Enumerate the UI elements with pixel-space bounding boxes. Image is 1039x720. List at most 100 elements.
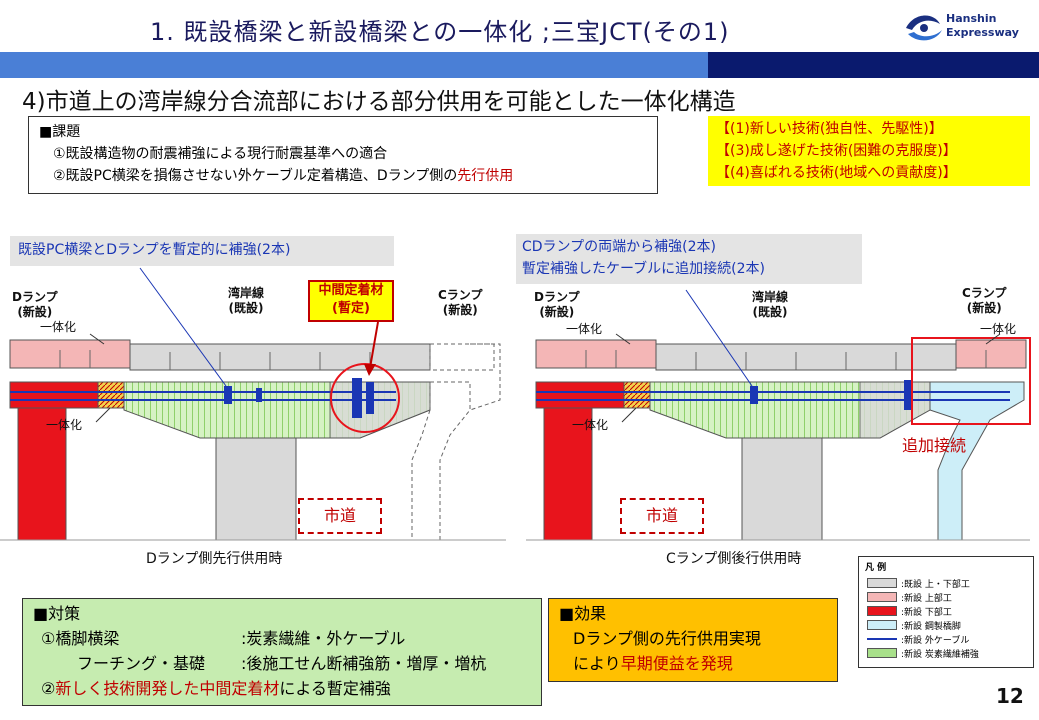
logo-text: Hanshin Expressway [946, 12, 1019, 40]
added-connection-label: 追加接続 [902, 436, 967, 455]
effect-line-2: により早期便益を発現 [559, 651, 827, 676]
legend-title: 凡 例 [865, 563, 887, 573]
label-line: 湾岸線 [228, 286, 265, 300]
header-band-light [0, 52, 708, 78]
legend-swatch [867, 592, 897, 602]
legend-items: :既設 上・下部工 :新設 上部工 :新設 下部工 :新設 鋼製橋脚 :新設 外ケーブル… [859, 576, 1033, 660]
page-number: 12 [996, 684, 1024, 708]
label-line: 湾岸線 [752, 290, 789, 304]
label-line: Dランプ [12, 290, 58, 304]
label-line: (新設) [442, 303, 478, 317]
right-callout: CDランプの両端から補強(2本) 暫定補強したケーブルに追加接続(2本) [516, 234, 862, 284]
measures-row-3-num: ② [41, 679, 56, 698]
label-line: Cランプ [962, 286, 1007, 300]
measures-row-2-label: フーチング・基礎 [77, 654, 206, 673]
left-callout: 既設PC横梁とDランプを暫定的に補強(2本) [10, 236, 394, 266]
left-joint-hatch [97, 381, 125, 409]
legend-item: :新設 上部工 [859, 590, 1033, 604]
left-crossbeam-new [9, 381, 101, 409]
issue-heading: ■課題 [39, 124, 81, 140]
right-c-ramp-label: Cランプ (新設) [962, 286, 1006, 316]
left-bridge-diagram [0, 267, 506, 541]
label-line: (既設) [228, 301, 264, 315]
measures-row-3-suffix: による暫定補強 [279, 679, 391, 698]
legend-item: :既設 上・下部工 [859, 576, 1033, 590]
right-deck-existing [655, 343, 957, 371]
intermediate-anchor-label: 中間定着材 (暫定) [308, 280, 394, 322]
left-wangan-label: 湾岸線 (既設) [228, 286, 264, 316]
right-d-ramp-label: Dランプ (新設) [534, 290, 580, 320]
measures-box: ■対策 ①橋脚横梁 :炭素繊維・外ケーブル フーチング・基礎 :後施工せん断補強筋・… [22, 598, 542, 706]
criteria-item: 【(4)喜ばれる技術(地域への貢献度)】 [716, 165, 957, 181]
legend-swatch [867, 648, 897, 658]
legend-label: :新設 炭素繊維補強 [901, 649, 979, 660]
label-line: (新設) [966, 301, 1002, 315]
right-callout-line-2: 暫定補強したケーブルに追加接続(2本) [522, 261, 765, 277]
effect-box: ■効果 Dランプ側の先行供用実現 により早期便益を発現 [548, 598, 838, 682]
legend-label: :新設 鋼製橋脚 [901, 621, 961, 632]
right-caption: Cランプ側後行供用時 [666, 551, 802, 567]
label-line: (新設) [539, 305, 575, 319]
measures-row-2-value: :後施工せん断補強筋・増厚・増杭 [241, 654, 487, 673]
left-deck-d-ramp [9, 339, 131, 369]
label-line: 中間定着材 [318, 283, 384, 298]
left-c-ramp-label: Cランプ (新設) [438, 288, 482, 318]
right-deck-c-ramp [955, 339, 1027, 369]
label-line: (新設) [17, 305, 53, 319]
legend-label: :新設 外ケーブル [901, 635, 970, 646]
criteria-item: 【(3)成し遂げた技術(困難の克服度)】 [716, 143, 957, 159]
criteria-box: 【(1)新しい技術(独自性、先駆性)】 【(3)成し遂げた技術(困難の克服度)】… [708, 116, 1030, 186]
left-road-label: 市道 [298, 498, 382, 534]
legend-item: :新設 下部工 [859, 604, 1033, 618]
label-line: (既設) [752, 305, 788, 319]
effect-heading: ■効果 [559, 604, 607, 623]
left-d-ramp-label: Dランプ (新設) [12, 290, 58, 320]
left-deck-existing [129, 343, 431, 371]
legend-item: :新設 外ケーブル [859, 632, 1033, 646]
measures-row-3: ②新しく技術開発した中間定着材による暫定補強 [33, 676, 531, 701]
measures-row-1-label: ①橋脚横梁 [41, 629, 120, 648]
logo-line-2: Expressway [946, 26, 1019, 39]
right-wangan-label: 湾岸線 (既設) [752, 290, 788, 320]
legend-swatch [867, 578, 897, 588]
measures-row-3-highlight: 新しく技術開発した中間定着材 [55, 679, 280, 698]
legend-item: :新設 鋼製橋脚 [859, 618, 1033, 632]
section-subtitle: 4)市道上の湾岸線分合流部における部分供用を可能とした一体化構造 [22, 89, 736, 115]
left-pier-existing [215, 437, 297, 541]
legend-swatch [867, 606, 897, 616]
effect-line-1: Dランプ側の先行供用実現 [573, 629, 761, 648]
page-title: 1. 既設橋梁と新設橋梁との一体化 ;三宝JCT(その1) [150, 18, 730, 46]
legend-swatch [867, 638, 897, 640]
right-callout-line-1: CDランプの両端から補強(2本) [522, 239, 716, 255]
right-added-highlight [911, 337, 1031, 425]
right-joint-right-label: 一体化 [980, 322, 1017, 336]
bridge-diagrams [0, 267, 1031, 541]
legend-label: :既設 上・下部工 [901, 579, 970, 590]
right-deck-d-ramp [535, 339, 657, 369]
logo-line-1: Hanshin [946, 12, 997, 25]
issue-item-1: ①既設構造物の耐震補強による現行耐震基準への適合 [53, 146, 388, 162]
right-steel-pier [929, 381, 1025, 541]
left-caption: Dランプ側先行供用時 [146, 551, 283, 567]
issue-item-2: ②既設PC横梁を損傷させない外ケーブル定着構造、Dランプ側の先行供用 [39, 165, 647, 187]
measures-row-2: フーチング・基礎 :後施工せん断補強筋・増厚・増杭 [33, 651, 531, 676]
left-deck-c-ramp [429, 343, 495, 371]
issue-item-2-highlight: 先行供用 [457, 168, 514, 184]
issue-box: ■課題 ①既設構造物の耐震補強による現行耐震基準への適合 ②既設PC横梁を損傷さ… [28, 116, 658, 194]
issue-item-2-text: ②既設PC横梁を損傷させない外ケーブル定着構造、Dランプ側の [53, 168, 458, 184]
right-bridge-diagram [526, 289, 1031, 541]
legend-swatch [867, 620, 897, 630]
legend-item: :新設 炭素繊維補強 [859, 646, 1033, 660]
right-road-label: 市道 [620, 498, 704, 534]
label-line: Cランプ [438, 288, 483, 302]
effect-line-2-highlight: 早期便益を発現 [620, 654, 733, 673]
legend-label: :新設 下部工 [901, 607, 952, 618]
legend: 凡 例 :既設 上・下部工 :新設 上部工 :新設 下部工 :新設 鋼製橋脚 :新設 外… [858, 556, 1034, 668]
measures-heading: ■対策 [33, 604, 81, 623]
right-joint-bottom-label: 一体化 [572, 418, 609, 432]
left-joint-top-label: 一体化 [40, 320, 77, 334]
label-line: (暫定) [332, 301, 370, 316]
header-band-dark [708, 52, 1039, 78]
legend-label: :新設 上部工 [901, 593, 952, 604]
measures-row-1-value: :炭素繊維・外ケーブル [241, 629, 406, 648]
